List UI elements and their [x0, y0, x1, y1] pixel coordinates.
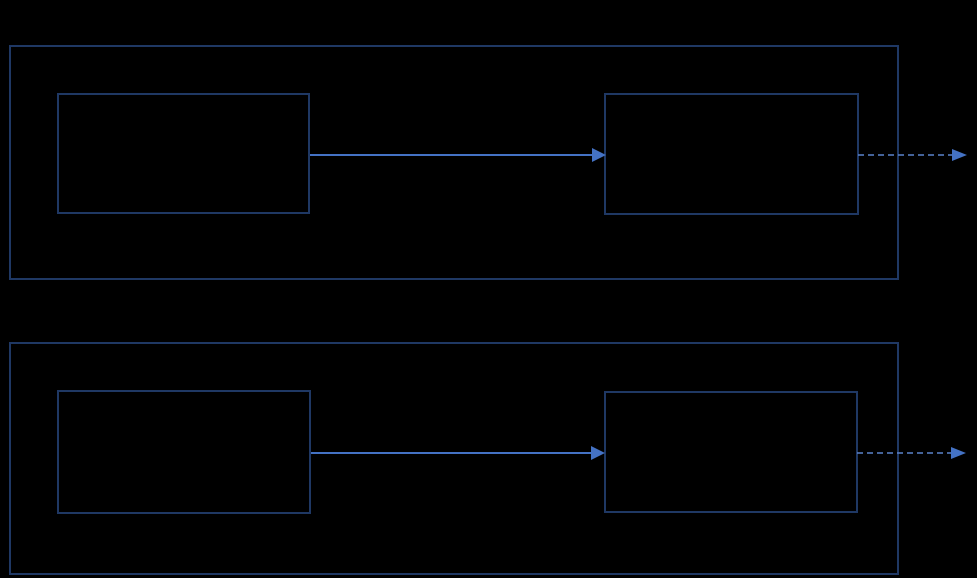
bottom-panel-container	[9, 342, 899, 575]
bottom-left-box	[57, 390, 311, 514]
top-solid-arrowhead-icon	[592, 148, 606, 162]
top-right-box	[604, 93, 859, 215]
top-panel-container	[9, 45, 899, 280]
bottom-panel	[9, 342, 966, 575]
bottom-dashed-arrowhead-icon	[951, 447, 966, 459]
top-dashed-arrowhead-icon	[952, 149, 967, 161]
bottom-solid-arrowhead-icon	[591, 446, 605, 460]
bottom-right-box	[604, 391, 858, 513]
top-panel	[9, 45, 967, 280]
top-left-box	[57, 93, 310, 214]
